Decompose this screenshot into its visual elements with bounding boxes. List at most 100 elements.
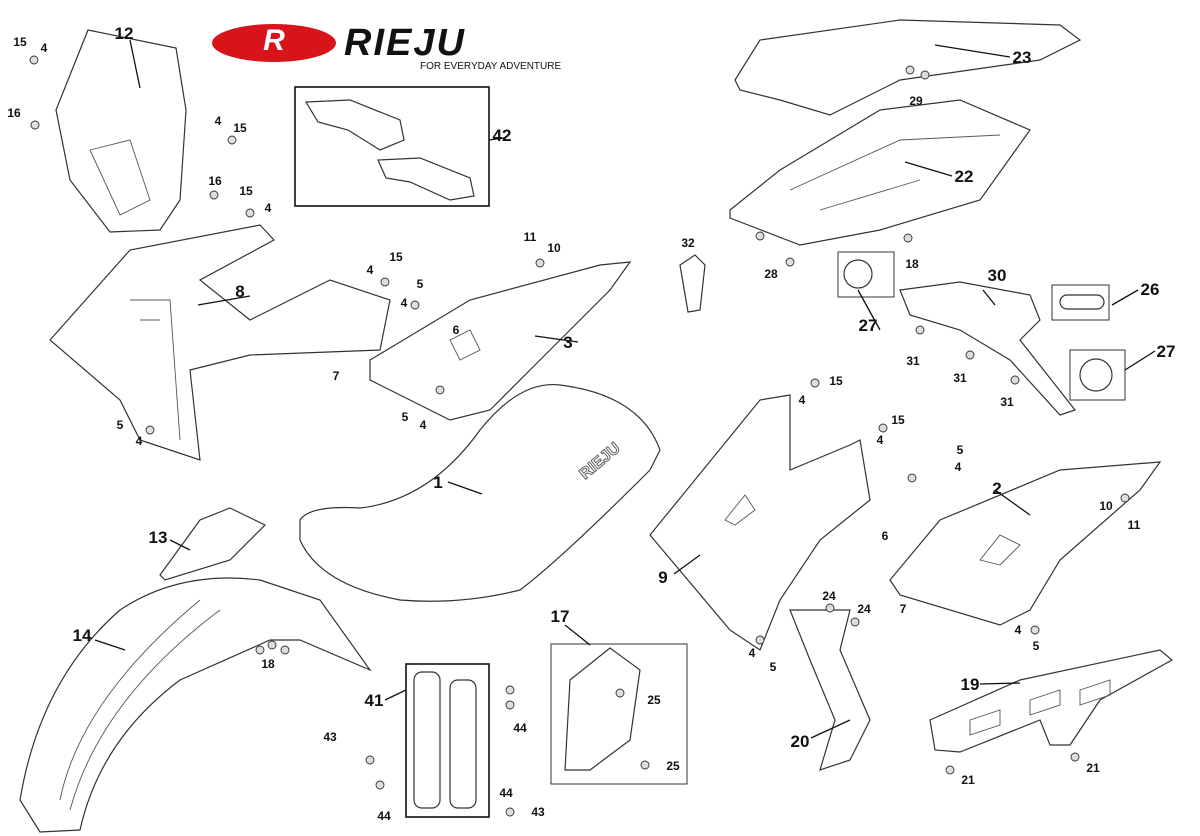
- part-label-15: 15: [891, 413, 905, 427]
- part-41-fork-guard-left: [413, 671, 441, 809]
- part-label-9: 9: [658, 568, 667, 587]
- bolt-icon: [410, 300, 420, 310]
- part-label-12: 12: [115, 24, 134, 43]
- bolt-icon: [850, 617, 860, 627]
- part-8-shroud-left: [49, 224, 391, 461]
- part-label-4: 4: [367, 263, 374, 277]
- part-label-20: 20: [791, 732, 810, 751]
- bolt-icon: [375, 780, 385, 790]
- leader-line: [904, 161, 953, 177]
- bolt-icon: [1120, 493, 1130, 503]
- bolt-icon: [435, 385, 445, 395]
- part-label-21: 21: [1086, 761, 1100, 775]
- part-label-5: 5: [770, 660, 777, 674]
- part-label-5: 5: [1033, 639, 1040, 653]
- bolt-icon: [1070, 752, 1080, 762]
- bolt-icon: [755, 635, 765, 645]
- bolt-icon: [255, 645, 265, 655]
- part-label-15: 15: [829, 374, 843, 388]
- part-19-chain-guard: [929, 649, 1174, 753]
- part-label-2: 2: [992, 479, 1001, 498]
- bolt-icon: [227, 135, 237, 145]
- part-3-vent: [449, 329, 481, 361]
- part-label-4: 4: [955, 460, 962, 474]
- part-27-box-1: [837, 251, 895, 298]
- bolt-icon: [209, 190, 219, 200]
- part-label-4: 4: [401, 296, 408, 310]
- part-label-7: 7: [333, 369, 340, 383]
- part-label-22: 22: [955, 167, 974, 186]
- part-27-reflector-1: [843, 259, 873, 289]
- leader-line: [810, 719, 851, 739]
- part-label-29: 29: [909, 94, 923, 108]
- part-label-25: 25: [647, 693, 661, 707]
- leader-line: [982, 289, 996, 306]
- part-label-28: 28: [764, 267, 778, 281]
- part-label-6: 6: [882, 529, 889, 543]
- part-label-31: 31: [1000, 395, 1014, 409]
- part-label-16: 16: [7, 106, 21, 120]
- leader-line: [534, 335, 579, 343]
- bolt-icon: [825, 603, 835, 613]
- part-22-rear-fender: [729, 99, 1031, 246]
- part-3-side-panel-left: [369, 261, 632, 421]
- part-label-13: 13: [149, 528, 168, 547]
- part-42-handguard-1: [304, 99, 405, 151]
- leader-lines: [94, 39, 1156, 739]
- part-label-10: 10: [547, 241, 561, 255]
- part-label-5: 5: [417, 277, 424, 291]
- part-22-detail: [789, 134, 1001, 211]
- part-label-5: 5: [117, 418, 124, 432]
- part-label-15: 15: [239, 184, 253, 198]
- part-12-headlight-mask: [55, 29, 187, 233]
- bolt-icon: [810, 378, 820, 388]
- part-label-32: 32: [681, 236, 695, 250]
- bolt-icon: [755, 231, 765, 241]
- part-27-reflector-2: [1079, 358, 1113, 392]
- part-label-44: 44: [377, 809, 391, 823]
- logo-tagline: FOR EVERYDAY ADVENTURE: [420, 61, 562, 72]
- bolt-icon: [145, 425, 155, 435]
- part-label-4: 4: [136, 434, 143, 448]
- bolt-icon: [785, 257, 795, 267]
- part-label-15: 15: [389, 250, 403, 264]
- leader-line: [994, 489, 1031, 516]
- bolt-icon: [915, 325, 925, 335]
- part-19-slots: [969, 679, 1111, 736]
- bolt-icon: [505, 807, 515, 817]
- leader-line: [1124, 350, 1156, 371]
- leader-line: [934, 44, 1011, 58]
- part-label-31: 31: [906, 354, 920, 368]
- part-32-clip: [679, 254, 706, 313]
- leader-line: [94, 639, 126, 651]
- part-2-vent: [979, 534, 1021, 566]
- logo-mark: R: [212, 24, 336, 62]
- bolt-icon: [245, 208, 255, 218]
- part-27-box-2: [1069, 349, 1126, 401]
- part-9-shroud-right: [649, 394, 871, 651]
- part-label-44: 44: [499, 786, 513, 800]
- leader-line: [447, 481, 483, 495]
- part-label-30: 30: [988, 266, 1007, 285]
- part-label-15: 15: [233, 121, 247, 135]
- part-label-15: 15: [13, 35, 27, 49]
- part-label-18: 18: [261, 657, 275, 671]
- logo-mark-letter: R: [263, 24, 285, 57]
- leader-line: [169, 539, 191, 551]
- part-label-16: 16: [208, 174, 222, 188]
- part-label-4: 4: [1015, 623, 1022, 637]
- part-label-18: 18: [905, 257, 919, 271]
- part-label-5: 5: [957, 443, 964, 457]
- part-label-43: 43: [531, 805, 545, 819]
- part-label-44: 44: [513, 721, 527, 735]
- leader-line: [857, 289, 881, 331]
- leader-line: [673, 554, 701, 575]
- part-label-26: 26: [1141, 280, 1160, 299]
- leader-line: [1111, 289, 1139, 306]
- part-label-24: 24: [857, 602, 871, 616]
- bolt-icon: [30, 120, 40, 130]
- bolt-icon: [280, 645, 290, 655]
- part-label-25: 25: [666, 759, 680, 773]
